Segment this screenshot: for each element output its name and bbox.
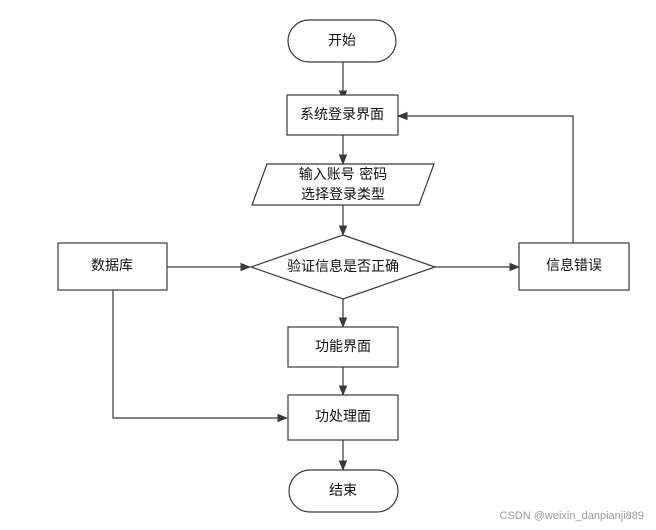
function-label: 功能界面 (315, 339, 371, 355)
input-label-line2: 选择登录类型 (301, 187, 385, 203)
edge-database-to-process (112, 290, 289, 423)
login-node (286, 94, 399, 136)
input-label-line1: 输入账号 密码 (299, 166, 387, 183)
end-node (288, 469, 399, 513)
process-label: 功处理面 (315, 409, 371, 425)
function-node (287, 326, 399, 368)
login-label: 系统登录界面 (300, 107, 384, 123)
start-label: 开始 (328, 33, 356, 49)
start-node (287, 19, 397, 63)
database-label: 数据库 (91, 258, 133, 274)
process-node (287, 394, 399, 441)
verify-node (249, 234, 437, 300)
error-node (518, 242, 630, 291)
edge-error-to-login (396, 111, 574, 243)
verify-label: 验证信息是否正确 (287, 258, 399, 275)
end-label: 结束 (329, 483, 357, 499)
database-node (57, 242, 168, 291)
input-node (251, 163, 435, 206)
error-label: 信息错误 (546, 257, 602, 274)
watermark: CSDN @weixin_danpianji889 (500, 510, 644, 522)
